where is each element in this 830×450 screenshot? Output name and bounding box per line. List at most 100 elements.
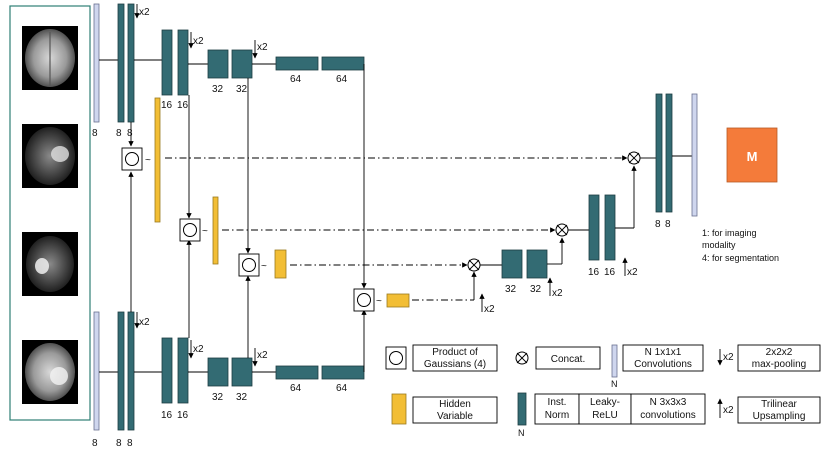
note-imaging: 1: for imaging — [702, 228, 757, 238]
legend-upsample-x2: x2 — [723, 405, 734, 416]
legend-conv1-n: N — [611, 379, 618, 389]
top-enc1-block-a — [117, 3, 125, 123]
top-enc2-label-b: 16 — [177, 100, 189, 111]
top-enc1-block-b — [127, 3, 135, 123]
legend: Product of Gaussians (4) Concat. N N 1x1… — [385, 344, 821, 438]
upsample-x2-2: x2 — [627, 267, 638, 278]
dec2-label-b: 16 — [604, 267, 616, 278]
top-enc2-label-a: 16 — [161, 100, 173, 111]
legend-conv3-box — [630, 393, 706, 425]
legend-leaky-box — [578, 393, 632, 425]
legend-maxpool-box — [737, 344, 821, 372]
hidden-variable-4 — [386, 293, 410, 308]
bottom-enc1-label-b: 8 — [127, 438, 133, 449]
legend-conv1-box — [622, 344, 704, 372]
bottom-enc4-block-b — [321, 365, 365, 380]
dec2-block-a — [588, 194, 600, 261]
legend-hidden-line1: Hidden — [439, 399, 471, 410]
dec2-label-a: 16 — [588, 267, 600, 278]
dec3-label-a: 32 — [505, 284, 517, 295]
bottom-enc2-block-b — [177, 337, 189, 404]
sample-tilde-1: ~ — [145, 155, 151, 166]
skip-connections — [165, 155, 628, 301]
dec1-block-b — [665, 93, 673, 213]
bottom-enc1-block-b — [127, 311, 135, 431]
decoder: x2 32 32 x2 16 16 x2 8 8 M 1: for imag — [467, 93, 779, 315]
bottom-conv1-block — [93, 311, 100, 431]
output-m-label: M — [747, 149, 758, 164]
legend-maxpool-line1: 2x2x2 — [766, 347, 793, 358]
bottom-enc2-block-a — [161, 337, 173, 404]
bottom-pool3-x2: x2 — [257, 350, 268, 361]
dec3-block-b — [526, 249, 548, 279]
top-encoder: 8 8 8 x2 16 16 x2 32 32 x2 64 64 — [92, 3, 365, 223]
top-enc3-block-b — [231, 49, 253, 79]
legend-inst-line2: Norm — [545, 410, 569, 421]
top-pool2-x2: x2 — [193, 36, 204, 47]
sample-tilde-2: ~ — [202, 226, 208, 237]
top-enc2-block-a — [161, 29, 173, 96]
bottom-enc3-block-b — [231, 357, 253, 387]
dec3-label-b: 32 — [530, 284, 542, 295]
top-pool3-x2: x2 — [257, 42, 268, 53]
bottom-pool2-x2: x2 — [193, 344, 204, 355]
top-enc4-block-b — [321, 56, 365, 71]
product-node-4: ~ — [353, 288, 382, 312]
legend-product-line1: Product of — [432, 347, 478, 358]
top-hidden-variable — [154, 97, 161, 223]
upsample-x2-4: x2 — [484, 304, 495, 315]
legend-conv1-icon — [611, 344, 618, 378]
top-enc3-label-b: 32 — [236, 84, 248, 95]
top-conv1-block — [93, 3, 100, 123]
bottom-enc1-block-a — [117, 311, 125, 431]
legend-inst-box — [534, 393, 580, 425]
note-modality: modality — [702, 240, 736, 250]
top-enc4-label-a: 64 — [290, 74, 302, 85]
bottom-enc4-block-a — [275, 365, 319, 380]
legend-block-icon — [517, 392, 527, 426]
top-conv1-label: 8 — [92, 128, 98, 139]
legend-inst-line1: Inst. — [548, 397, 567, 408]
bottom-enc2-label-a: 16 — [161, 410, 173, 421]
dec2-block-b — [604, 194, 616, 261]
dec1-label-b: 8 — [665, 219, 671, 230]
hidden-variable-3 — [274, 249, 287, 279]
legend-leaky-line1: Leaky- — [590, 397, 620, 408]
legend-product-line2: Gaussians (4) — [424, 359, 486, 370]
top-enc4-label-b: 64 — [336, 74, 348, 85]
legend-conv3-line1: N 3x3x3 — [650, 397, 687, 408]
bottom-conv1-label: 8 — [92, 438, 98, 449]
legend-block-n: N — [518, 428, 525, 438]
legend-hidden-icon — [391, 393, 407, 425]
top-pool1-x2: x2 — [139, 7, 150, 18]
sample-tilde-4: ~ — [376, 296, 382, 307]
legend-conv1-line1: N 1x1x1 — [645, 347, 682, 358]
mri-image-4 — [22, 340, 78, 404]
product-node-1: ~ — [121, 147, 151, 171]
legend-leaky-line2: ReLU — [592, 410, 618, 421]
encoder-to-product-links — [128, 64, 367, 372]
bottom-enc2-label-b: 16 — [177, 410, 189, 421]
bottom-enc3-label-a: 32 — [212, 392, 224, 403]
legend-upsample-line2: Upsampling — [753, 411, 806, 422]
legend-maxpool-x2: x2 — [723, 352, 734, 363]
upsample-x2-3: x2 — [552, 288, 563, 299]
product-node-2: ~ — [179, 218, 208, 242]
dec3-block-a — [501, 249, 523, 279]
hidden-variable-2 — [212, 196, 219, 265]
bottom-enc3-block-a — [207, 357, 229, 387]
legend-maxpool-line2: max-pooling — [752, 359, 806, 370]
final-conv1-block — [691, 93, 698, 217]
legend-upsample-box — [737, 396, 821, 424]
note-segmentation: 4: for segmentation — [702, 253, 779, 263]
mri-image-2 — [22, 124, 78, 188]
legend-concat-label: Concat. — [551, 354, 585, 365]
mri-image-3 — [22, 232, 78, 296]
sample-tilde-3: ~ — [261, 261, 267, 272]
bottom-enc4-label-a: 64 — [290, 383, 302, 394]
bottom-encoder: 8 8 8 x2 16 16 x2 32 32 x2 64 64 — [92, 311, 365, 449]
legend-conv3-line2: convolutions — [640, 410, 696, 421]
dec1-label-a: 8 — [655, 219, 661, 230]
